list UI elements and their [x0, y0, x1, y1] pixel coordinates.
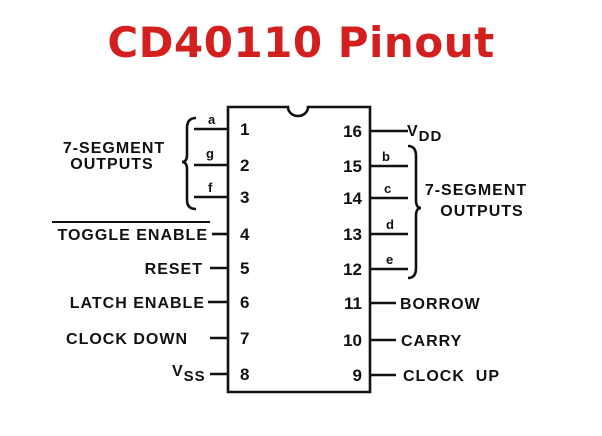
pin-number-16: 16	[343, 122, 362, 141]
carry-label: CARRY	[401, 333, 462, 350]
pin-number-12: 12	[343, 260, 362, 279]
ic-package-outline	[226, 105, 372, 394]
clock-up-label: CLOCK UP	[403, 368, 500, 385]
pin-number-1: 1	[240, 120, 249, 139]
left-group-label-line2: OUTPUTS	[70, 156, 153, 173]
pin-number-2: 2	[240, 156, 249, 175]
borrow-label: BORROW	[400, 296, 481, 313]
left-brace	[181, 116, 197, 211]
right-group-label-line2: OUTPUTS	[440, 203, 523, 220]
pin-number-4: 4	[240, 225, 250, 244]
segment-c-label: c	[384, 181, 391, 196]
latch-enable-label: LATCH ENABLE	[70, 295, 205, 312]
pin-number-5: 5	[240, 259, 249, 278]
right-group-label-line1: 7-SEGMENT	[425, 182, 527, 199]
pin-number-3: 3	[240, 188, 249, 207]
right-pin-lines	[370, 129, 408, 377]
reset-label: RESET	[145, 261, 203, 278]
pin-number-7: 7	[240, 329, 249, 348]
pin-number-8: 8	[240, 365, 249, 384]
pin-number-10: 10	[343, 331, 362, 350]
segment-e-label: e	[386, 252, 393, 267]
vdd-label: VDD	[407, 123, 442, 145]
segment-a-label: a	[208, 112, 216, 127]
vss-label: VSS	[172, 363, 206, 385]
pin-number-9: 9	[353, 366, 362, 385]
pin-number-6: 6	[240, 293, 249, 312]
page-title: CD40110 Pinout	[107, 18, 495, 67]
toggle-enable-label: TOGGLE ENABLE	[58, 227, 209, 244]
segment-b-label: b	[382, 149, 390, 164]
left-group-label-line1: 7-SEGMENT	[63, 140, 165, 157]
pin-number-11: 11	[344, 294, 362, 313]
left-pin-lines	[194, 127, 228, 376]
right-brace	[407, 144, 422, 280]
clock-down-label: CLOCK DOWN	[66, 331, 188, 348]
segment-d-label: d	[386, 217, 394, 232]
pin-number-14: 14	[343, 189, 362, 208]
segment-f-label: f	[208, 180, 213, 195]
pin-number-15: 15	[343, 157, 362, 176]
segment-g-label: g	[206, 146, 214, 161]
pin-number-13: 13	[343, 225, 362, 244]
